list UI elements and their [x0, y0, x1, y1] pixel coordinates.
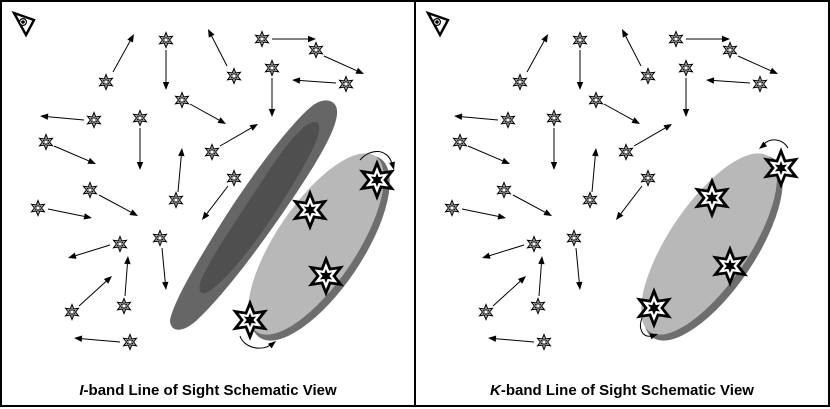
cluster-stars [232, 151, 395, 349]
eye-icon [11, 10, 36, 38]
panel-k-band: K-band Line of Sight Schematic View [414, 0, 830, 407]
eye-icon [425, 10, 450, 38]
cluster-stars [636, 139, 799, 340]
panel-caption: I-band Line of Sight Schematic View [2, 382, 414, 399]
caption-text: -band Line of Sight Schematic View [83, 382, 337, 399]
background-cluster-cloud [641, 153, 783, 341]
i-band-scene [11, 10, 395, 351]
band-letter: K [490, 382, 501, 399]
schematic-layer [425, 10, 799, 351]
k-band-scene [425, 10, 799, 351]
caption-text: -band Line of Sight Schematic View [500, 382, 754, 399]
background-cluster-cloud [248, 153, 390, 341]
foreground-dust-cloud [170, 100, 338, 330]
field-stars [444, 29, 778, 351]
panel-i-band: I-band Line of Sight Schematic View [0, 0, 416, 407]
schematic-layer [11, 10, 395, 351]
band-letter: I [79, 382, 84, 399]
field-stars [30, 29, 364, 351]
panel-caption: K-band Line of Sight Schematic View [416, 382, 828, 399]
